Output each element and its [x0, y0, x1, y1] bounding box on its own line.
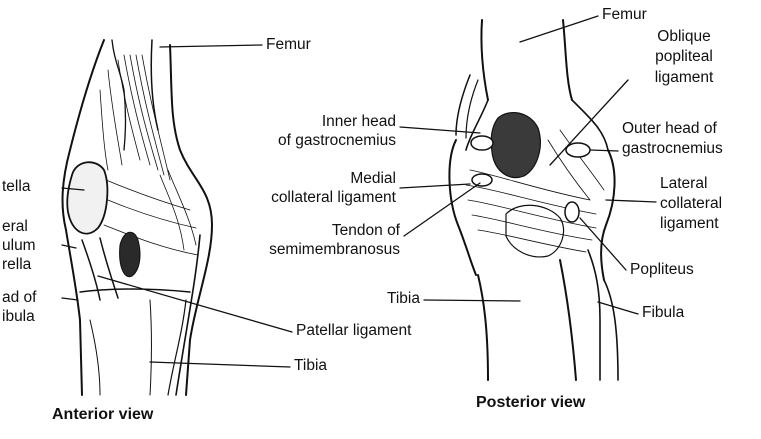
posterior-knee-drawing — [449, 20, 618, 380]
anterior-knee-drawing — [63, 40, 212, 395]
label-lateral-collateral-line1: Lateral — [660, 175, 707, 193]
label-inner-head-line1: Inner head — [226, 113, 396, 131]
label-outer-head-line1: Outer head of — [622, 120, 717, 138]
quadriceps-fibers — [100, 55, 170, 180]
label-patella: tella — [2, 178, 30, 196]
label-lateral-retinaculum-line1: eral — [2, 218, 28, 236]
caption-posterior-view: Posterior view — [476, 394, 585, 412]
label-tendon-semimembranosus-line1: Tendon of — [226, 222, 400, 240]
label-head-of-fibula-line1: ad of — [2, 289, 36, 307]
label-tibia-anterior: Tibia — [294, 357, 327, 375]
label-oblique-popliteal-line3: ligament — [622, 69, 746, 87]
label-tendon-semimembranosus-line2: semimembranosus — [226, 241, 400, 259]
label-femur-anterior: Femur — [266, 36, 311, 54]
label-lateral-retinaculum-line2: ulum — [2, 237, 36, 255]
label-medial-collateral-line1: Medial — [226, 170, 396, 188]
label-popliteus: Popliteus — [630, 261, 694, 279]
label-head-of-fibula-line2: ibula — [2, 308, 35, 326]
label-fibula: Fibula — [642, 304, 684, 322]
caption-anterior-view: Anterior view — [52, 406, 153, 424]
label-lateral-collateral-line3: ligament — [660, 215, 719, 233]
label-tibia-posterior: Tibia — [300, 290, 420, 308]
label-outer-head-line2: gastrocnemius — [622, 140, 723, 158]
label-lateral-collateral-line2: collateral — [660, 195, 722, 213]
label-oblique-popliteal-line2: popliteal — [622, 48, 746, 66]
label-lateral-retinaculum-line3: rella — [2, 256, 31, 274]
label-patellar-ligament: Patellar ligament — [296, 322, 411, 340]
capsule-fibers — [104, 170, 198, 255]
label-femur-posterior: Femur — [602, 6, 647, 24]
label-medial-collateral-line2: collateral ligament — [196, 189, 396, 207]
label-inner-head-line2: of gastrocnemius — [226, 132, 396, 150]
label-oblique-popliteal-line1: Oblique — [622, 28, 746, 46]
